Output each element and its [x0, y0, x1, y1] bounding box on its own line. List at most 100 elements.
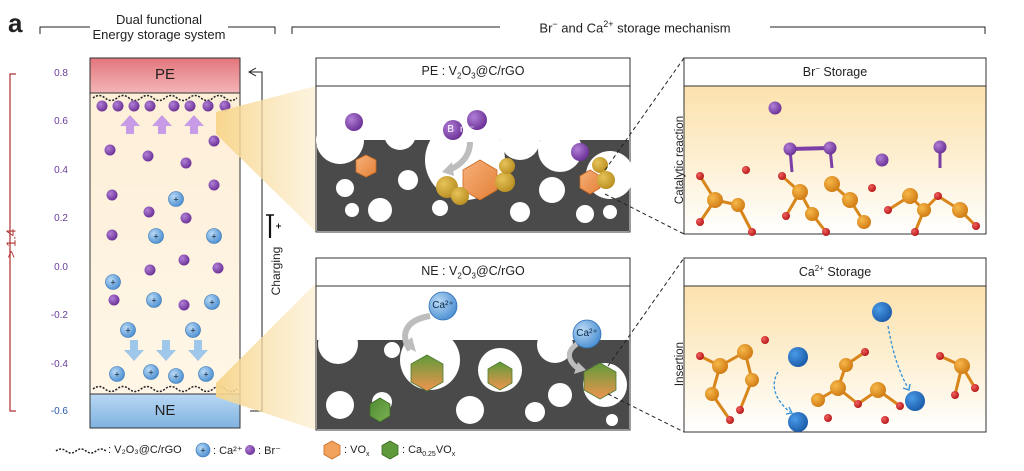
legend-cavox-sub2: x — [451, 451, 456, 459]
axis-tick-0.4: 0.4 — [54, 165, 68, 176]
svg-text:+: + — [125, 326, 130, 336]
right-header-sup2: 2+ — [603, 19, 614, 29]
legend-bromide-icon — [245, 445, 255, 455]
pe-bromide-ion-label: Br⁻ — [447, 124, 481, 135]
svg-text:+: + — [209, 298, 214, 308]
svg-text:+: + — [200, 446, 205, 456]
calcium-ions-electrolyte: + + + + + + + + + + + + — [105, 191, 222, 384]
br-vanadium-atoms — [707, 176, 968, 229]
panel-label: a — [8, 8, 23, 38]
ne-calcium-ion-label-1: Ca²⁺ — [432, 300, 454, 311]
axis-tick-0.6: 0.6 — [54, 116, 68, 127]
legend-vox-text: : VO — [344, 444, 367, 456]
legend-cavox-sub: 0.25 — [422, 451, 436, 459]
ne-panel-title-prefix: NE : V — [421, 264, 458, 278]
legend-cavox-pre: : Ca — [402, 444, 423, 456]
axis-tick-neg0.4: -0.4 — [50, 359, 68, 370]
ca-vanadium-atoms — [705, 344, 970, 407]
pe-panel-title-mid: O — [461, 64, 472, 78]
ne-panel-title: NE : V2O3@C/rGO — [316, 264, 630, 281]
right-header: Br− and Ca2+ storage mechanism — [500, 19, 770, 35]
pe-electrode-label: PE — [154, 66, 175, 83]
legend-bromide-label: : Br⁻ — [258, 445, 281, 457]
ne-panel-title-sub2: 3 — [471, 271, 476, 281]
pe-vox-particle-2 — [462, 159, 498, 201]
svg-text:+: + — [190, 326, 195, 336]
svg-text:+: + — [211, 232, 216, 242]
svg-text:+: + — [110, 278, 115, 288]
pe-electrode — [89, 57, 241, 94]
right-header-pre: Br — [539, 20, 553, 36]
left-header: Dual functional Energy storage system — [40, 12, 278, 42]
ca-storage-title-post: Storage — [823, 265, 872, 280]
ca-calcium-atoms — [788, 302, 925, 432]
ca-insertion-arrow-2 — [887, 325, 909, 389]
svg-text:+: + — [203, 370, 208, 380]
right-header-post: storage mechanism — [613, 20, 731, 36]
legend-cavox-mid: VO — [435, 444, 452, 456]
legend-cavox-label: : Ca0.25VOx — [402, 444, 455, 458]
legend-calcium-label: : Ca²⁺ — [213, 445, 243, 457]
ne-electrode-label: NE — [154, 402, 176, 419]
ca-insertion-arrow-1 — [773, 371, 791, 413]
legend-vox-label: : VOx — [344, 444, 370, 458]
left-header-line2: Energy storage system — [92, 27, 226, 42]
svg-text:+: + — [148, 368, 153, 378]
legend-cavox-icon — [381, 440, 399, 460]
legend-vox-sub: x — [366, 451, 370, 459]
axis-tick-0.8: 0.8 — [54, 68, 68, 79]
ca-storage-title-sup: 2+ — [814, 264, 824, 273]
ca-storage-title-pre: Ca — [798, 265, 815, 280]
br-storage-title-sup: − — [815, 64, 820, 73]
axis-tick-0.2: 0.2 — [54, 213, 68, 224]
ne-cavox-particle-4 — [369, 397, 391, 423]
axis-tick-neg0.6: -0.6 — [50, 406, 68, 417]
bromide-up-arrows — [120, 115, 204, 134]
right-header-sup1: − — [552, 19, 558, 29]
calcium-down-arrows — [124, 340, 208, 361]
br-bromine-bond — [789, 146, 831, 151]
axis-tick-0.0: 0.0 — [54, 262, 68, 273]
pe-bromide-ion-pair — [443, 110, 487, 140]
ca-storage-title: Ca2+ Storage — [684, 264, 986, 279]
ne-panel-title-sub1: 2 — [457, 271, 462, 281]
br-oxygen-atoms — [696, 166, 980, 236]
br-bromine-atoms — [768, 101, 947, 167]
pe-panel-title-sub1: 2 — [456, 71, 462, 81]
ne-panel-title-suffix: @C/rGO — [475, 264, 525, 278]
svg-text:+: + — [173, 372, 178, 382]
svg-text:+: + — [114, 370, 119, 380]
pe-panel-title-sub2: 3 — [471, 71, 476, 81]
right-header-mid: and Ca — [557, 20, 604, 36]
legend-vox-icon — [323, 440, 341, 460]
legend-electrode-wave-icon — [55, 448, 107, 454]
ne-cavox-particle-2 — [487, 361, 513, 391]
ca-oxygen-atoms — [696, 336, 979, 424]
pe-bromine-atom-2 — [571, 143, 589, 161]
ne-calcium-ion-1 — [428, 291, 458, 321]
pe-bromine-clusters — [436, 157, 615, 205]
pe-wavy-layer — [92, 94, 238, 102]
ne-calcium-ion-label-2: Ca²⁺ — [576, 328, 598, 339]
pe-panel-title-prefix: PE : V — [421, 64, 457, 78]
pe-bromine-atom-1 — [345, 113, 363, 131]
br-storage-title-post: Storage — [819, 65, 868, 80]
ne-cavox-particle-3 — [583, 362, 617, 400]
left-header-line1: Dual functional — [116, 12, 202, 27]
svg-text:+: + — [173, 195, 178, 205]
svg-text:+: + — [151, 296, 156, 306]
br-storage-title-pre: Br — [802, 65, 816, 80]
ne-panel-title-mid: O — [461, 264, 472, 278]
axis-tick-neg0.2: -0.2 — [50, 310, 68, 321]
pe-panel-title-suffix: @C/rGO — [475, 64, 525, 78]
ne-calcium-ion-2 — [572, 319, 602, 349]
svg-text:+: + — [153, 232, 158, 242]
pe-panel-title: PE : V2O3@C/rGO — [316, 64, 630, 81]
pe-vox-particle-1 — [355, 154, 377, 178]
